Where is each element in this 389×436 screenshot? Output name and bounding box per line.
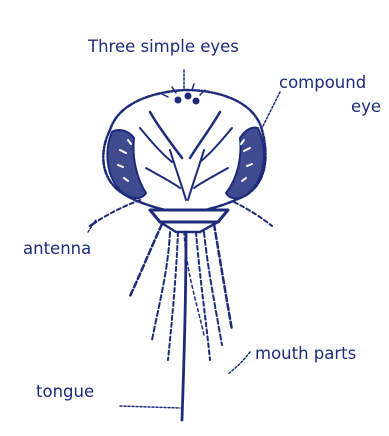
leader-tongue xyxy=(120,406,180,408)
label-compound-eye-line2: eye xyxy=(351,97,381,117)
face-ridge-right xyxy=(190,112,220,158)
label-tongue: tongue xyxy=(36,382,94,402)
ocellus-2 xyxy=(185,93,191,99)
label-compound-eye-line1: compound xyxy=(279,73,366,93)
leader-compound-eye xyxy=(262,92,280,128)
mouth-collar xyxy=(150,210,228,222)
tongue-stroke xyxy=(182,232,186,420)
label-mouth-parts: mouth parts xyxy=(255,344,356,364)
label-antenna: antenna xyxy=(23,239,91,259)
antenna-left xyxy=(96,200,140,222)
compound-eye-right xyxy=(226,127,264,198)
compound-eye-left xyxy=(107,130,146,198)
antenna-right xyxy=(234,202,272,226)
ocellus-3 xyxy=(193,98,199,104)
mouthpart-left-outer xyxy=(130,224,162,296)
ocellus-1 xyxy=(175,97,181,103)
leader-mouth-parts xyxy=(228,352,250,374)
label-simple-eyes: Three simple eyes xyxy=(88,37,239,57)
face-ridge-left xyxy=(150,112,182,158)
